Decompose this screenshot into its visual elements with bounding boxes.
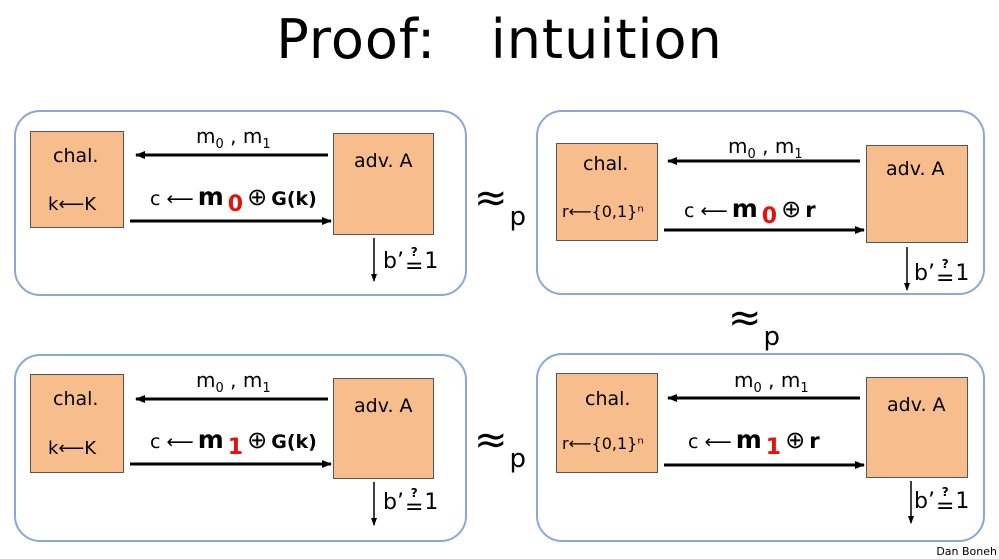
message-pair-label: m0 , m1 xyxy=(196,368,271,396)
challenger-box xyxy=(30,374,124,473)
challenger-label: chal. xyxy=(53,388,99,410)
adversary-output-label: b’?=1 xyxy=(914,485,970,519)
key-gen-label: k⟵K xyxy=(48,194,97,215)
bit-index: 0 xyxy=(761,204,778,229)
message-pair-label: m0 , m1 xyxy=(196,124,271,152)
adversary-box xyxy=(866,145,968,243)
key-gen-label: k⟵K xyxy=(48,438,97,459)
bit-index: 0 xyxy=(227,192,244,217)
approx-equal-right: ≈p xyxy=(728,295,781,352)
bit-index: 1 xyxy=(765,435,782,460)
key-gen-label: r⟵{0,1}ⁿ xyxy=(562,202,644,221)
bit-index: 1 xyxy=(227,435,244,460)
adversary-label: adv. A xyxy=(886,158,945,180)
adversary-label: adv. A xyxy=(354,150,413,172)
adversary-box xyxy=(333,378,434,479)
adversary-box xyxy=(866,377,968,478)
adversary-output-label: b’?=1 xyxy=(383,245,439,279)
slide-title: Proof: intuition xyxy=(276,8,723,71)
adversary-box xyxy=(333,133,434,235)
approx-equal-bottom: ≈p xyxy=(474,417,527,474)
adversary-output-label: b’?=1 xyxy=(914,257,970,291)
author-credit: Dan Boneh xyxy=(936,545,997,558)
challenger-label: chal. xyxy=(53,145,99,167)
key-gen-label: r⟵{0,1}ⁿ xyxy=(562,434,644,453)
message-pair-label: m0 , m1 xyxy=(734,368,809,396)
challenger-box xyxy=(30,131,124,228)
adversary-output-label: b’?=1 xyxy=(383,486,439,520)
adversary-label: adv. A xyxy=(887,394,946,416)
challenger-box xyxy=(556,373,658,473)
challenger-label: chal. xyxy=(583,153,629,175)
challenger-label: chal. xyxy=(585,388,631,410)
adversary-label: adv. A xyxy=(354,395,413,417)
approx-equal-top: ≈p xyxy=(474,175,527,232)
challenger-box xyxy=(556,143,658,241)
message-pair-label: m0 , m1 xyxy=(728,134,803,162)
